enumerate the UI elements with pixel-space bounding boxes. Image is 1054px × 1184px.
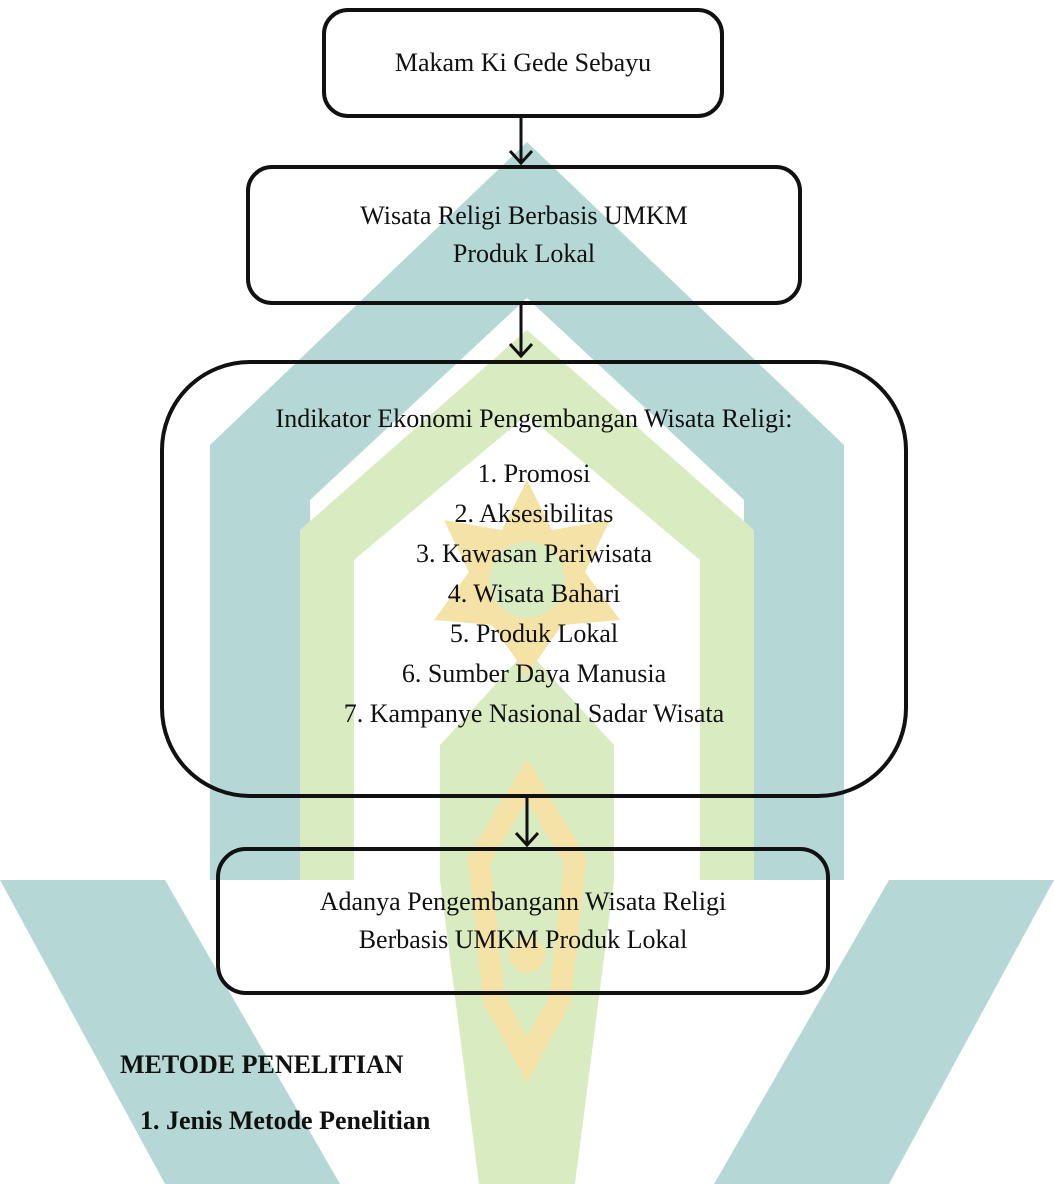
watermark-pen-nib bbox=[440, 650, 614, 1184]
indicator-item-3: 3. Kawasan Pariwisata bbox=[415, 539, 653, 568]
indicator-item-7: 7. Kampanye Nasional Sadar Wisata bbox=[343, 699, 725, 728]
flow-box-wisata-religi-line2: Produk Lokal bbox=[452, 239, 596, 268]
indicator-item-6: 6. Sumber Daya Manusia bbox=[401, 659, 667, 688]
flow-box-makam: Makam Ki Gede Sebayu bbox=[322, 8, 724, 118]
watermark-gold-center bbox=[489, 542, 565, 618]
flow-box-wisata-religi: Wisata Religi Berbasis UMKM Produk Lokal bbox=[246, 165, 802, 305]
flow-box-pengembangan: Adanya Pengembangann Wisata Religi Berba… bbox=[216, 847, 830, 995]
indicator-list: 1. Promosi 2. Aksesibilitas 3. Kawasan P… bbox=[344, 454, 724, 734]
section-heading: METODE PENELITIAN bbox=[120, 1050, 404, 1079]
indicator-item-5: 5. Produk Lokal bbox=[449, 619, 619, 648]
flow-box-indikator: Indikator Ekonomi Pengembangan Wisata Re… bbox=[160, 360, 908, 798]
subsection-heading: 1. Jenis Metode Penelitian bbox=[140, 1106, 431, 1135]
indicator-item-2: 2. Aksesibilitas bbox=[454, 499, 614, 528]
watermark-teal-arch bbox=[210, 142, 844, 880]
indicator-item-1: 1. Promosi bbox=[477, 459, 591, 488]
flow-box-makam-text: Makam Ki Gede Sebayu bbox=[394, 48, 652, 77]
flow-box-pengembangan-line1: Adanya Pengembangann Wisata Religi bbox=[319, 887, 727, 916]
watermark-teal-wing-right bbox=[714, 880, 1054, 1184]
watermark-gold-nib bbox=[467, 758, 587, 1083]
arrow-3 bbox=[514, 796, 540, 848]
arrow-1 bbox=[508, 116, 534, 166]
watermark-teal-wing-left bbox=[0, 880, 340, 1184]
watermark-gold-nib-hole bbox=[509, 937, 545, 973]
indicator-title: Indikator Ekonomi Pengembangan Wisata Re… bbox=[275, 404, 793, 433]
indicator-item-4: 4. Wisata Bahari bbox=[447, 579, 621, 608]
watermark-green-arch bbox=[300, 330, 754, 880]
flow-box-wisata-religi-line1: Wisata Religi Berbasis UMKM bbox=[360, 201, 688, 230]
arrow-2 bbox=[508, 303, 534, 359]
flow-box-pengembangan-line2: Berbasis UMKM Produk Lokal bbox=[358, 925, 688, 954]
